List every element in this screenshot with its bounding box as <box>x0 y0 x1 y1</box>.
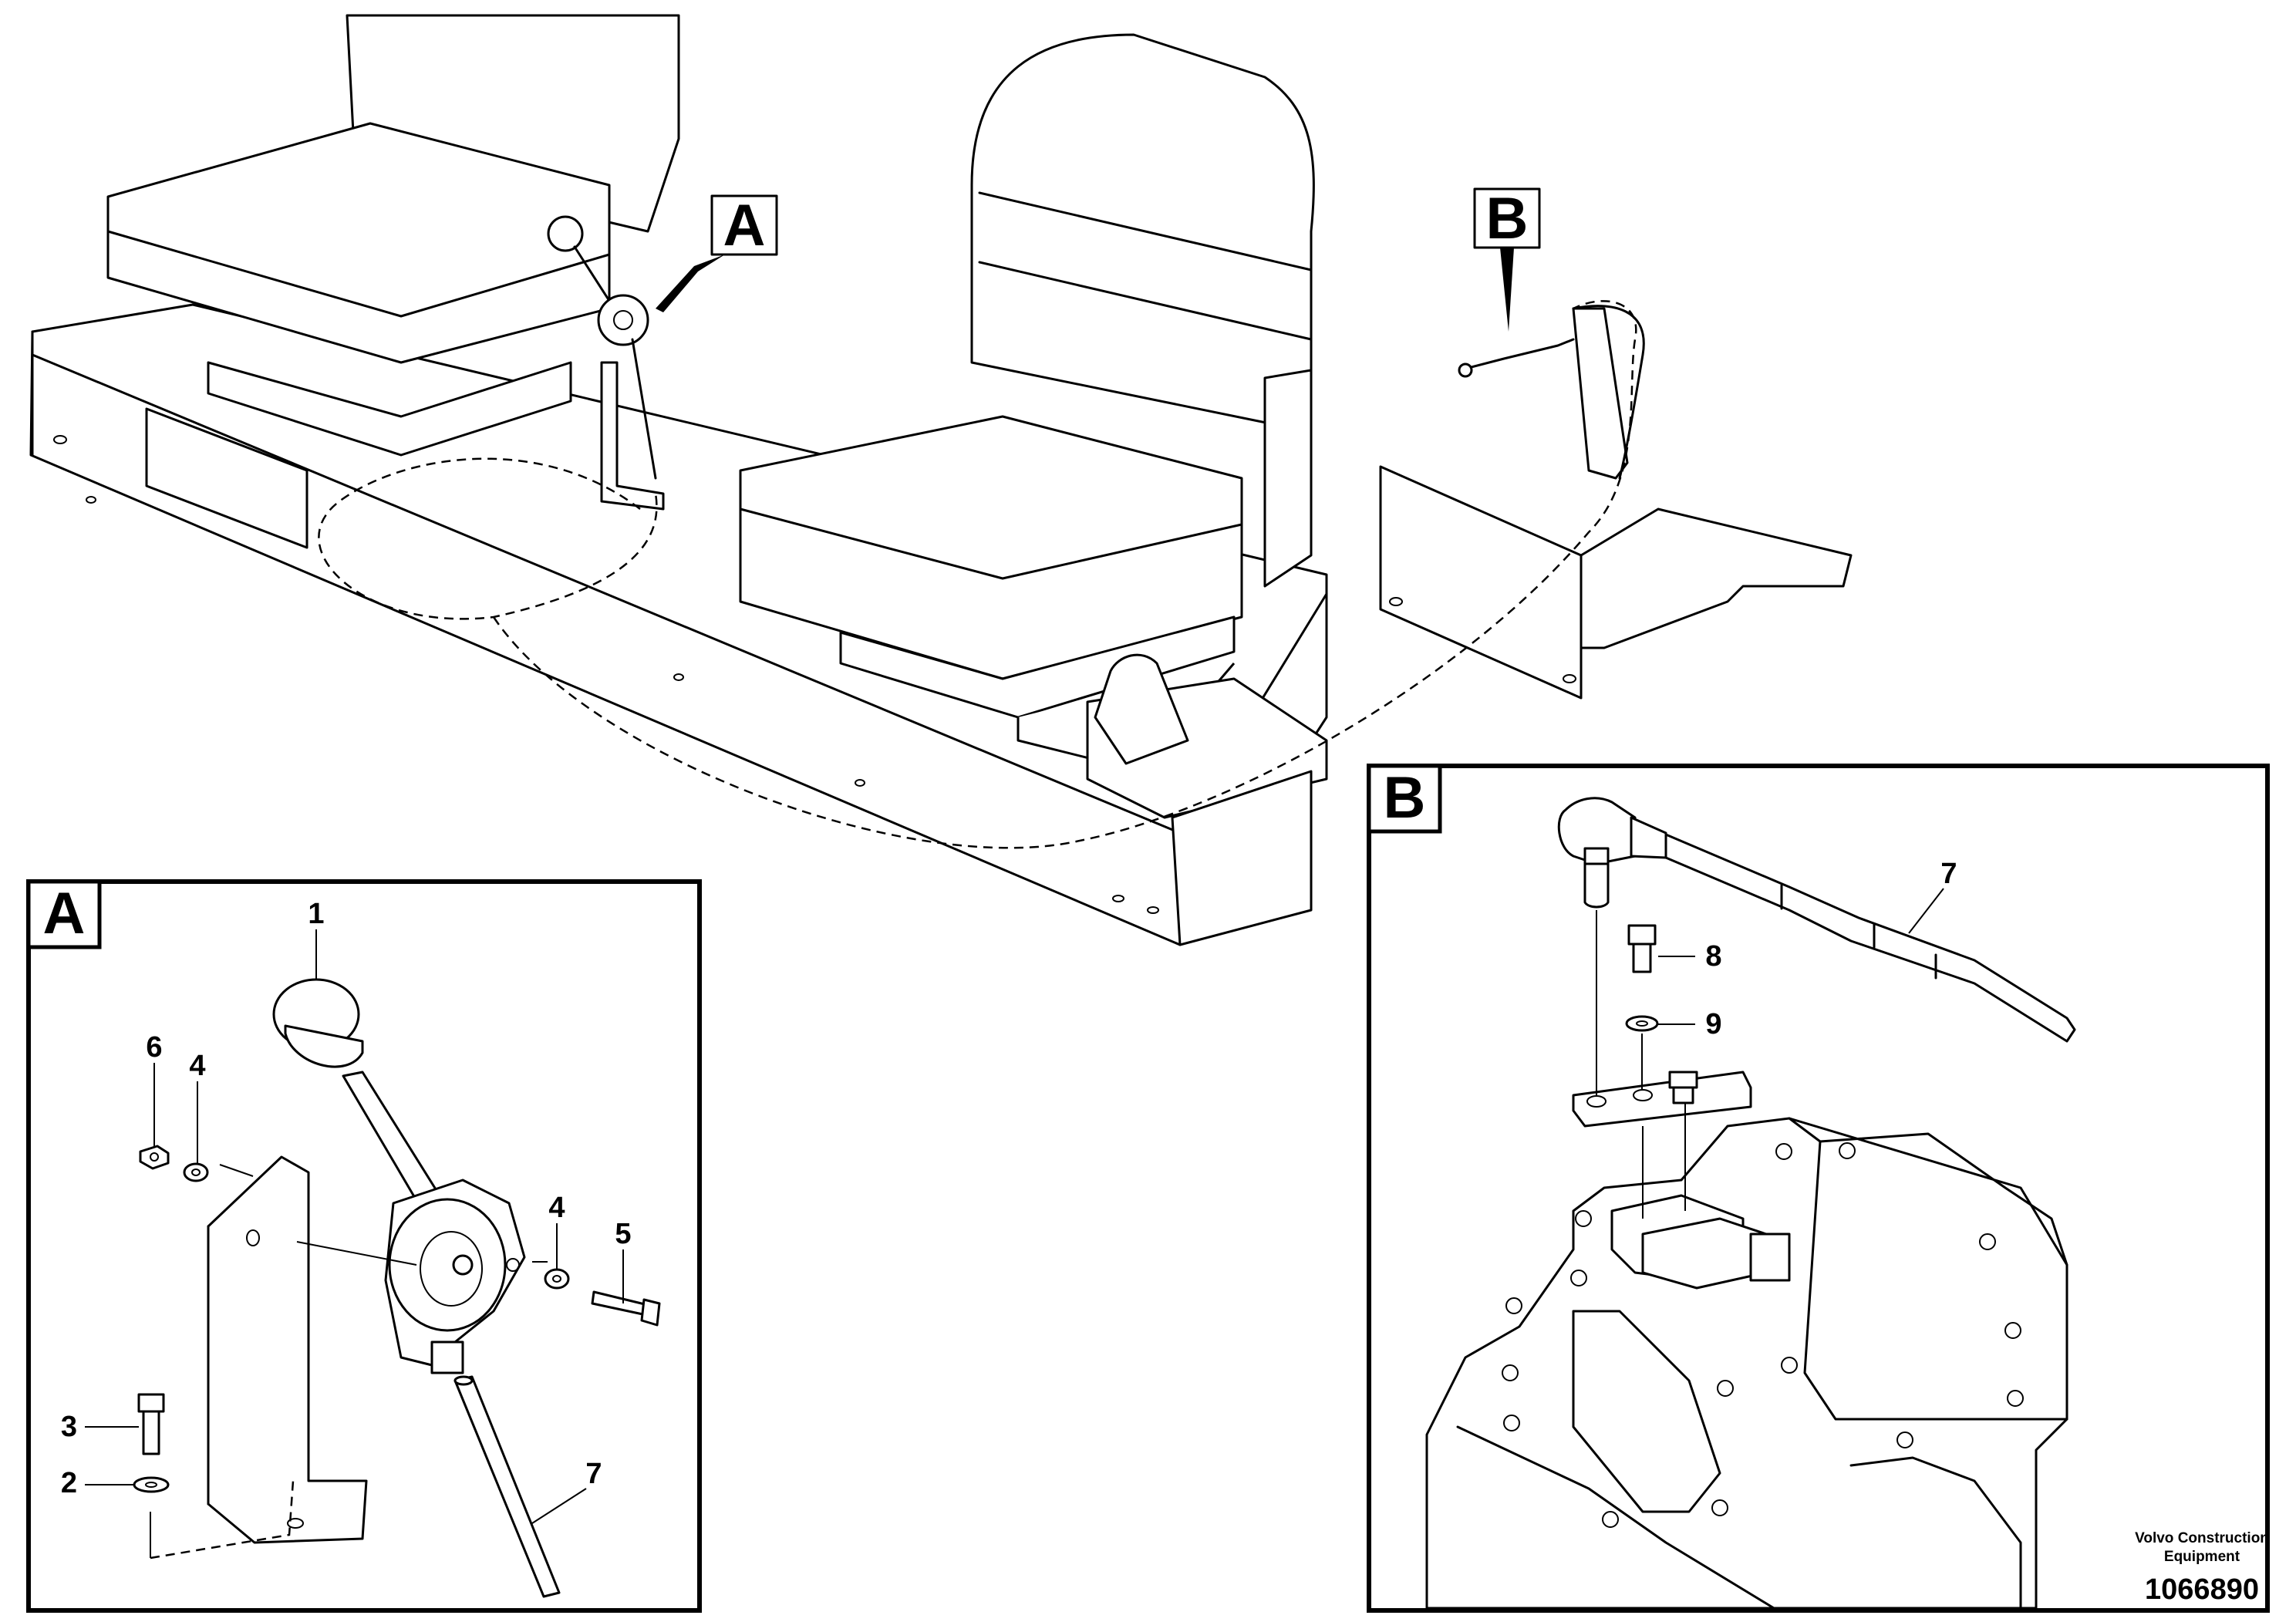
callout-a-2: 2 <box>61 1467 77 1499</box>
cable-path-hidden <box>318 457 658 620</box>
transmission-housing <box>1425 1117 2068 1610</box>
footer: Volvo Construction Equipment 1066890 <box>2135 1530 2269 1606</box>
frame-nameplate <box>145 407 308 549</box>
callout-b-7: 7 <box>1940 858 1957 890</box>
document-number: 1066890 <box>2145 1573 2259 1606</box>
part-4-washer-left <box>183 1162 209 1182</box>
view-marker-a: A <box>656 193 778 312</box>
overview-lever <box>547 215 665 511</box>
part-3-bolt <box>137 1393 165 1455</box>
callout-a-4-right: 4 <box>548 1192 565 1224</box>
cable-b <box>1664 833 2076 1043</box>
frame-holes <box>53 435 1159 914</box>
callout-a-5: 5 <box>615 1218 631 1250</box>
view-marker-b: B <box>1473 186 1541 332</box>
lever-housing <box>384 1179 526 1374</box>
callout-a-4-left: 4 <box>189 1050 205 1082</box>
overview-console <box>1086 653 1328 946</box>
shift-knob <box>272 978 364 1068</box>
front-seat <box>739 33 1315 773</box>
link-plate <box>1572 1071 1752 1128</box>
detail-b-label: B <box>1384 765 1426 831</box>
detail-a-callouts: 1 6 4 4 5 3 2 7 <box>61 898 632 1524</box>
view-marker-a-label: A <box>723 193 766 258</box>
company-line-1: Volvo Construction <box>2135 1530 2269 1546</box>
cable-path-routed <box>492 300 1637 849</box>
part-8-bolt <box>1627 924 1657 973</box>
detail-a-label: A <box>43 881 86 946</box>
callout-a-7: 7 <box>585 1458 602 1490</box>
rear-seat <box>106 14 680 457</box>
callout-a-3: 3 <box>61 1411 77 1443</box>
callout-b-8: 8 <box>1705 940 1721 973</box>
part-5-bolt <box>591 1290 661 1327</box>
callout-a-6: 6 <box>146 1031 162 1064</box>
overview-bracket-b <box>1379 307 1853 700</box>
part-6-nut <box>139 1145 170 1170</box>
detail-panel-a: A <box>26 879 702 1613</box>
ball-joint <box>1557 797 1667 909</box>
part-2-washer <box>133 1476 170 1493</box>
callout-a-1: 1 <box>308 898 324 930</box>
overview-illustration <box>29 14 1853 946</box>
detail-b-callouts: 7 8 9 <box>1658 858 1957 1040</box>
view-marker-b-label: B <box>1486 186 1529 251</box>
part-9-washer <box>1625 1015 1659 1032</box>
part-4-washer-right <box>544 1268 570 1290</box>
detail-panel-b: B <box>1367 764 2270 1613</box>
callout-b-9: 9 <box>1705 1008 1721 1040</box>
company-line-2: Equipment <box>2164 1549 2240 1565</box>
mounting-bracket <box>207 1155 368 1544</box>
